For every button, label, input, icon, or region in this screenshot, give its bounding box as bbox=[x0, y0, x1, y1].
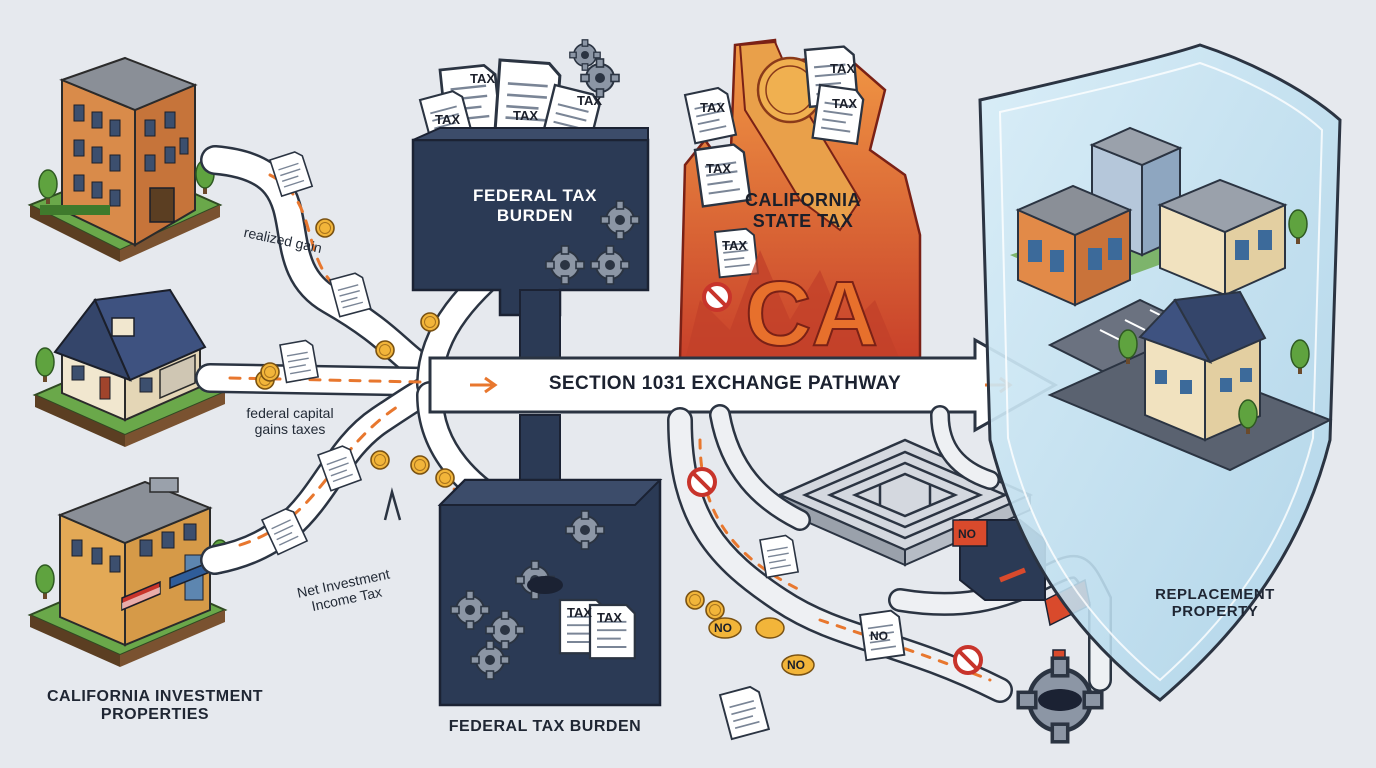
storefront-building-icon bbox=[27, 477, 230, 667]
tax-label: TAX bbox=[567, 605, 592, 620]
california-state-tax-flame: TAX TAX TAX TAX TAX CA bbox=[678, 38, 922, 366]
tax-label: TAX bbox=[706, 161, 731, 176]
coin-with-no: NO NO bbox=[708, 617, 815, 676]
ca-properties-label: CALIFORNIA INVESTMENT PROPERTIES bbox=[46, 688, 264, 724]
federal-tax-box-top: TAX TAX TAX TAX bbox=[411, 38, 650, 361]
apartment-building-icon bbox=[27, 56, 223, 262]
tax-label: TAX bbox=[700, 100, 725, 115]
replacement-property-buildings bbox=[1010, 126, 1333, 472]
no-sign: NO bbox=[958, 527, 976, 541]
house-icon bbox=[32, 288, 228, 447]
tax-label: TAX bbox=[435, 112, 460, 127]
california-state-tax-label: CALIFORNIA STATE TAX bbox=[745, 190, 861, 231]
ca-big-text: CA bbox=[745, 263, 878, 365]
tax-label: TAX bbox=[830, 61, 855, 76]
federal-tax-burden-top-label: FEDERAL TAX BURDEN bbox=[472, 186, 598, 225]
federal-tax-burden-bottom-label: FEDERAL TAX BURDEN bbox=[448, 718, 642, 735]
niit-pointer bbox=[383, 487, 402, 521]
svg-text:NO: NO bbox=[714, 621, 732, 635]
tax-label: TAX bbox=[597, 610, 622, 625]
svg-text:NO: NO bbox=[787, 658, 805, 672]
pathway-label: SECTION 1031 EXCHANGE PATHWAY bbox=[548, 373, 902, 394]
replacement-property-label: REPLACEMENT PROPERTY bbox=[1155, 586, 1275, 621]
tax-label: TAX bbox=[832, 96, 857, 111]
tax-label: TAX bbox=[722, 238, 747, 253]
tax-label: TAX bbox=[470, 71, 495, 86]
no-sign: NO bbox=[870, 629, 888, 643]
federal-capital-gains-label: federal capital gains taxes bbox=[246, 405, 334, 438]
tax-label: TAX bbox=[513, 108, 538, 123]
federal-tax-box-bottom: TAX TAX bbox=[437, 414, 663, 707]
